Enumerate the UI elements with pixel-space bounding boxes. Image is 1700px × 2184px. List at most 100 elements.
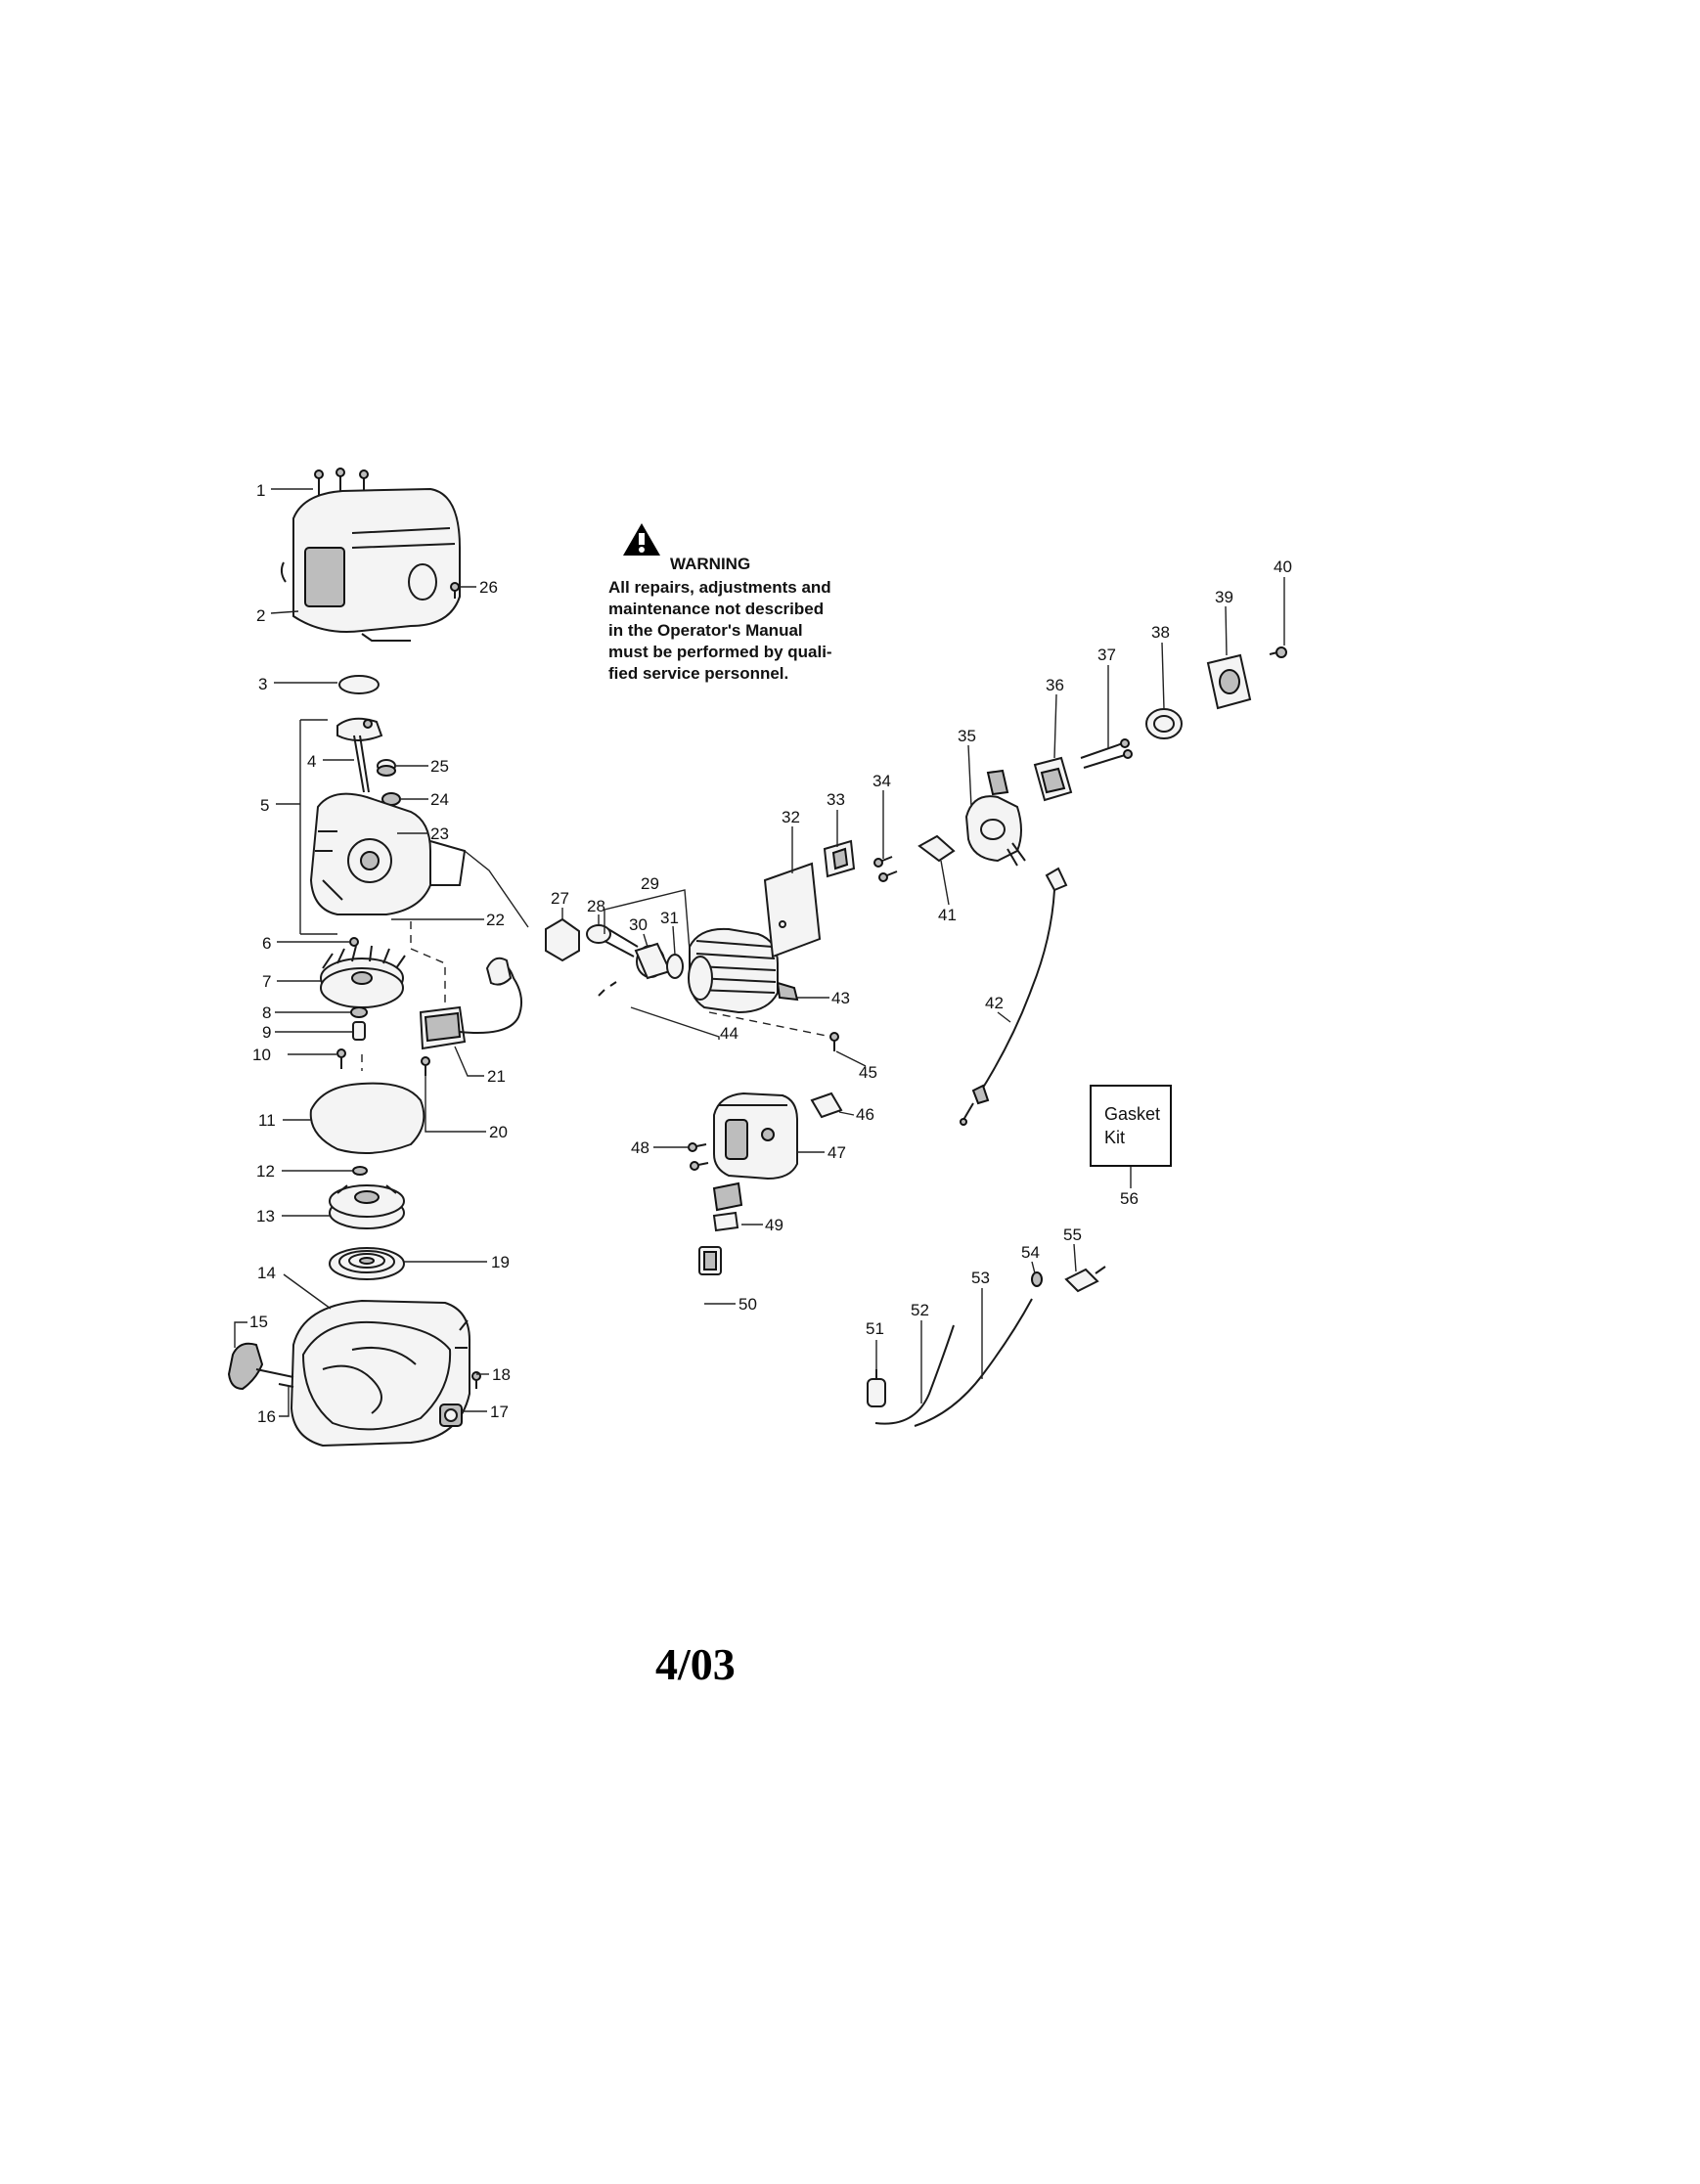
callout-12: 12 [256, 1162, 275, 1181]
gasket-kit-box: Gasket Kit 56 [1090, 1085, 1172, 1208]
part-18-screw [471, 1371, 481, 1389]
part-28-connecting-rod [586, 924, 639, 997]
callout-22: 22 [486, 911, 505, 929]
warning-line-2: maintenance not described [608, 600, 824, 618]
callout-49: 49 [765, 1216, 783, 1234]
part-36-filter-base [1033, 756, 1073, 802]
callout-4: 4 [307, 752, 316, 771]
warning-line-5: fied service personnel. [608, 664, 788, 683]
callout-28: 28 [587, 897, 605, 915]
part-43-cylinder [688, 927, 799, 1014]
callout-5: 5 [260, 796, 269, 815]
warning-triangle-icon [623, 523, 660, 556]
callout-40: 40 [1274, 557, 1292, 576]
callout-33: 33 [827, 790, 845, 809]
part-14-starter-housing [290, 1299, 470, 1448]
warning-title: WARNING [670, 555, 750, 573]
part-27-gasket [545, 917, 580, 962]
callout-38: 38 [1151, 623, 1170, 642]
gasket-kit-number: 56 [1120, 1189, 1139, 1208]
callout-numbers: 1 2 3 4 5 6 7 8 9 10 11 12 13 14 15 16 1… [249, 481, 1292, 1426]
part-12-clip [352, 1166, 368, 1176]
callout-42: 42 [985, 994, 1004, 1012]
part-32-heat-shield [763, 862, 822, 958]
callout-17: 17 [490, 1403, 509, 1421]
callout-16: 16 [257, 1407, 276, 1426]
part-52-fuel-line [874, 1324, 955, 1425]
part-37-bolts [1080, 738, 1133, 769]
part-44-bolt-guide [708, 1011, 832, 1038]
part-4-throttle-plate [336, 717, 383, 793]
part-30-piston [634, 942, 672, 980]
callout-23: 23 [430, 825, 449, 843]
callout-47: 47 [828, 1143, 846, 1162]
callout-13: 13 [256, 1207, 275, 1226]
callout-53: 53 [971, 1269, 990, 1287]
callout-50: 50 [738, 1295, 757, 1314]
revision-date: 4/03 [655, 1639, 736, 1689]
callout-24: 24 [430, 790, 449, 809]
part-22-crankcase [309, 792, 467, 915]
callout-10: 10 [252, 1046, 271, 1064]
callout-41: 41 [938, 906, 957, 924]
callout-2: 2 [256, 606, 265, 625]
part-9-bushing [352, 1021, 366, 1041]
part-2-engine-cover [280, 487, 461, 642]
callout-6: 6 [262, 934, 271, 953]
part-6-key [349, 937, 359, 947]
part-41-gasket [917, 834, 956, 863]
warning-line-1: All repairs, adjustments and [608, 578, 831, 597]
callout-9: 9 [262, 1023, 271, 1042]
callout-52: 52 [911, 1301, 929, 1319]
callout-27: 27 [551, 889, 569, 908]
warning-notice: WARNING All repairs, adjustments and mai… [608, 523, 832, 683]
part-3-o-ring [338, 675, 380, 694]
part-49-screen [712, 1181, 743, 1232]
callout-43: 43 [831, 989, 850, 1007]
callout-20: 20 [489, 1123, 508, 1141]
callout-14: 14 [257, 1264, 276, 1282]
callout-32: 32 [782, 808, 800, 826]
callout-1: 1 [256, 481, 265, 500]
callout-18: 18 [492, 1365, 511, 1384]
callout-45: 45 [859, 1063, 877, 1082]
leader-lines [234, 488, 1285, 1417]
callout-29: 29 [641, 874, 659, 893]
warning-line-4: must be performed by quali- [608, 643, 832, 661]
part-8-nut [350, 1006, 368, 1018]
part-17-nut [439, 1404, 463, 1427]
part-11-gasket [309, 1082, 425, 1154]
part-10-screw [336, 1048, 346, 1069]
callout-31: 31 [660, 909, 679, 927]
callout-34: 34 [872, 772, 891, 790]
part-34-screws [873, 856, 898, 882]
part-31-piston-ring [666, 954, 684, 979]
warning-line-3: in the Operator's Manual [608, 621, 803, 640]
callout-35: 35 [958, 727, 976, 745]
callout-15: 15 [249, 1313, 268, 1331]
part-33-insulator [823, 839, 856, 878]
callout-19: 19 [491, 1253, 510, 1271]
part-7-flywheel [320, 945, 406, 1008]
gasket-kit-line-2: Kit [1104, 1128, 1125, 1147]
part-54-grommet [1031, 1271, 1043, 1287]
part-53-fuel-line [914, 1298, 1033, 1427]
part-13-pulley [329, 1184, 405, 1229]
part-55-vent [1064, 1266, 1106, 1293]
callout-48: 48 [631, 1138, 649, 1157]
part-15-starter-handle [227, 1342, 294, 1391]
part-20-screw [421, 1056, 430, 1076]
gasket-kit-line-1: Gasket [1104, 1104, 1160, 1124]
callout-46: 46 [856, 1105, 874, 1124]
part-46-gasket [810, 1092, 843, 1119]
callout-26: 26 [479, 578, 498, 597]
callout-44: 44 [720, 1024, 738, 1043]
part-42-throttle-cable [960, 867, 1068, 1126]
part-48-screws [688, 1142, 709, 1171]
part-1-screws [314, 468, 369, 502]
part-21-ignition-module [419, 957, 523, 1050]
part-26-screw [450, 582, 460, 599]
part-38-filter-element [1145, 708, 1183, 739]
part-47-muffler [713, 1092, 798, 1181]
part-25-bushing [377, 759, 396, 777]
